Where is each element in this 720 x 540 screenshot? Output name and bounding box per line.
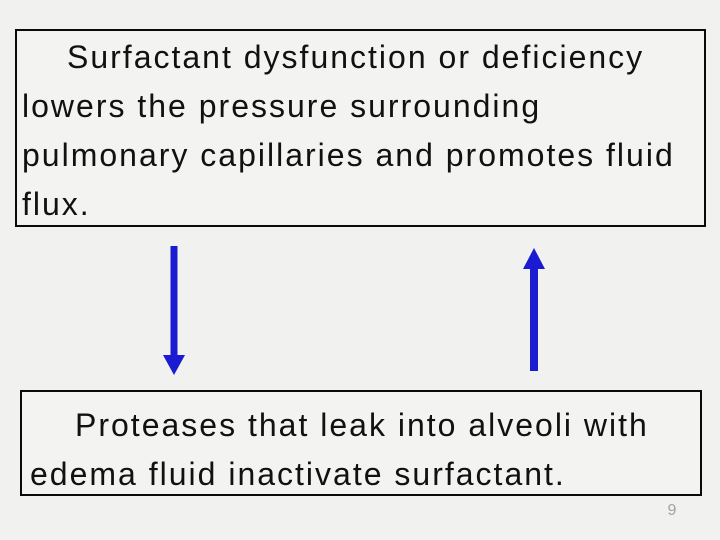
bottom-text-box: Proteases that leak into alveoli with ed… [20,390,702,496]
top-box-line-2: lowers the pressure surrounding [22,88,542,124]
slide-page-number: 9 [667,502,677,519]
top-text-box: Surfactant dysfunction or deficiency low… [15,29,706,227]
top-box-line-4: flux. [22,186,91,222]
top-box-line-1: Surfactant dysfunction or deficiency [67,39,645,75]
bottom-box-line-1: Proteases that leak into alveoli with [75,407,649,443]
down-arrow-icon [163,246,185,375]
down-arrow-shape [163,246,185,375]
up-arrow-icon [523,248,545,371]
up-arrow-shape [523,248,545,371]
bottom-box-line-2: edema fluid inactivate surfactant. [30,456,566,492]
top-box-line-3: pulmonary capillaries and promotes fluid [22,137,675,173]
